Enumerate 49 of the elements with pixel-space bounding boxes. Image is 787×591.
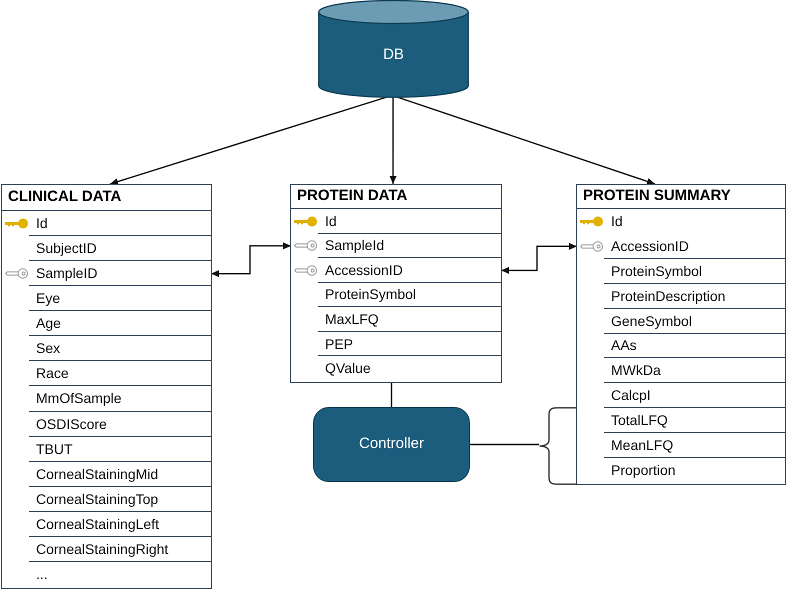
- field-name: ProteinDescription: [611, 288, 726, 305]
- field-name: Id: [325, 212, 337, 230]
- field-name: Eye: [36, 290, 60, 308]
- field-name: Proportion: [611, 462, 676, 480]
- field-name: AccessionID: [325, 262, 403, 279]
- data-table: [576, 184, 786, 485]
- field-name: Race: [36, 365, 69, 382]
- curly-brace: [539, 407, 577, 485]
- field-name: CalcpI: [611, 387, 651, 404]
- field-name: CornealStainingMid: [36, 466, 158, 483]
- field-name: ProteinSymbol: [611, 262, 702, 280]
- field-name: Id: [611, 212, 623, 230]
- field-name: AccessionID: [611, 238, 689, 255]
- connector-line: [470, 444, 539, 446]
- database-label: DB: [382, 46, 405, 64]
- arrow: [390, 97, 397, 184]
- field-name: MaxLFQ: [325, 311, 379, 328]
- double-arrow: [501, 242, 577, 274]
- field-name: GeneSymbol: [611, 312, 692, 330]
- connector-line: [390, 383, 392, 407]
- data-table: [290, 184, 502, 383]
- arrow: [110, 96, 388, 185]
- table-header: PROTEIN SUMMARY: [577, 185, 785, 209]
- field-name: SubjectID: [36, 240, 97, 258]
- field-name: CornealStainingLeft: [36, 516, 159, 533]
- field-name: SampleID: [36, 265, 98, 282]
- data-table: [1, 184, 212, 589]
- field-name: TBUT: [36, 440, 73, 458]
- field-name: PEP: [325, 336, 354, 353]
- field-name: ...: [36, 566, 48, 583]
- field-name: TotalLFQ: [611, 412, 668, 430]
- database-cylinder: [318, 0, 469, 98]
- field-name: ProteinSymbol: [325, 286, 416, 304]
- field-name: CornealStainingRight: [36, 540, 168, 558]
- field-name: Id: [36, 215, 48, 232]
- arrow: [396, 96, 656, 185]
- field-name: Sex: [36, 340, 60, 358]
- field-name: CornealStainingTop: [36, 490, 158, 508]
- field-name: AAs: [611, 337, 637, 354]
- field-name: MmOfSample: [36, 390, 122, 408]
- field-name: QValue: [325, 360, 371, 378]
- field-name: OSDIScore: [36, 416, 107, 433]
- field-name: SampleId: [325, 237, 384, 254]
- process-label: Controller: [358, 435, 426, 453]
- process-box: [313, 407, 470, 482]
- field-name: MeanLFQ: [611, 437, 674, 454]
- field-name: Age: [36, 315, 61, 332]
- field-name: MWkDa: [611, 362, 661, 380]
- double-arrow: [211, 242, 291, 278]
